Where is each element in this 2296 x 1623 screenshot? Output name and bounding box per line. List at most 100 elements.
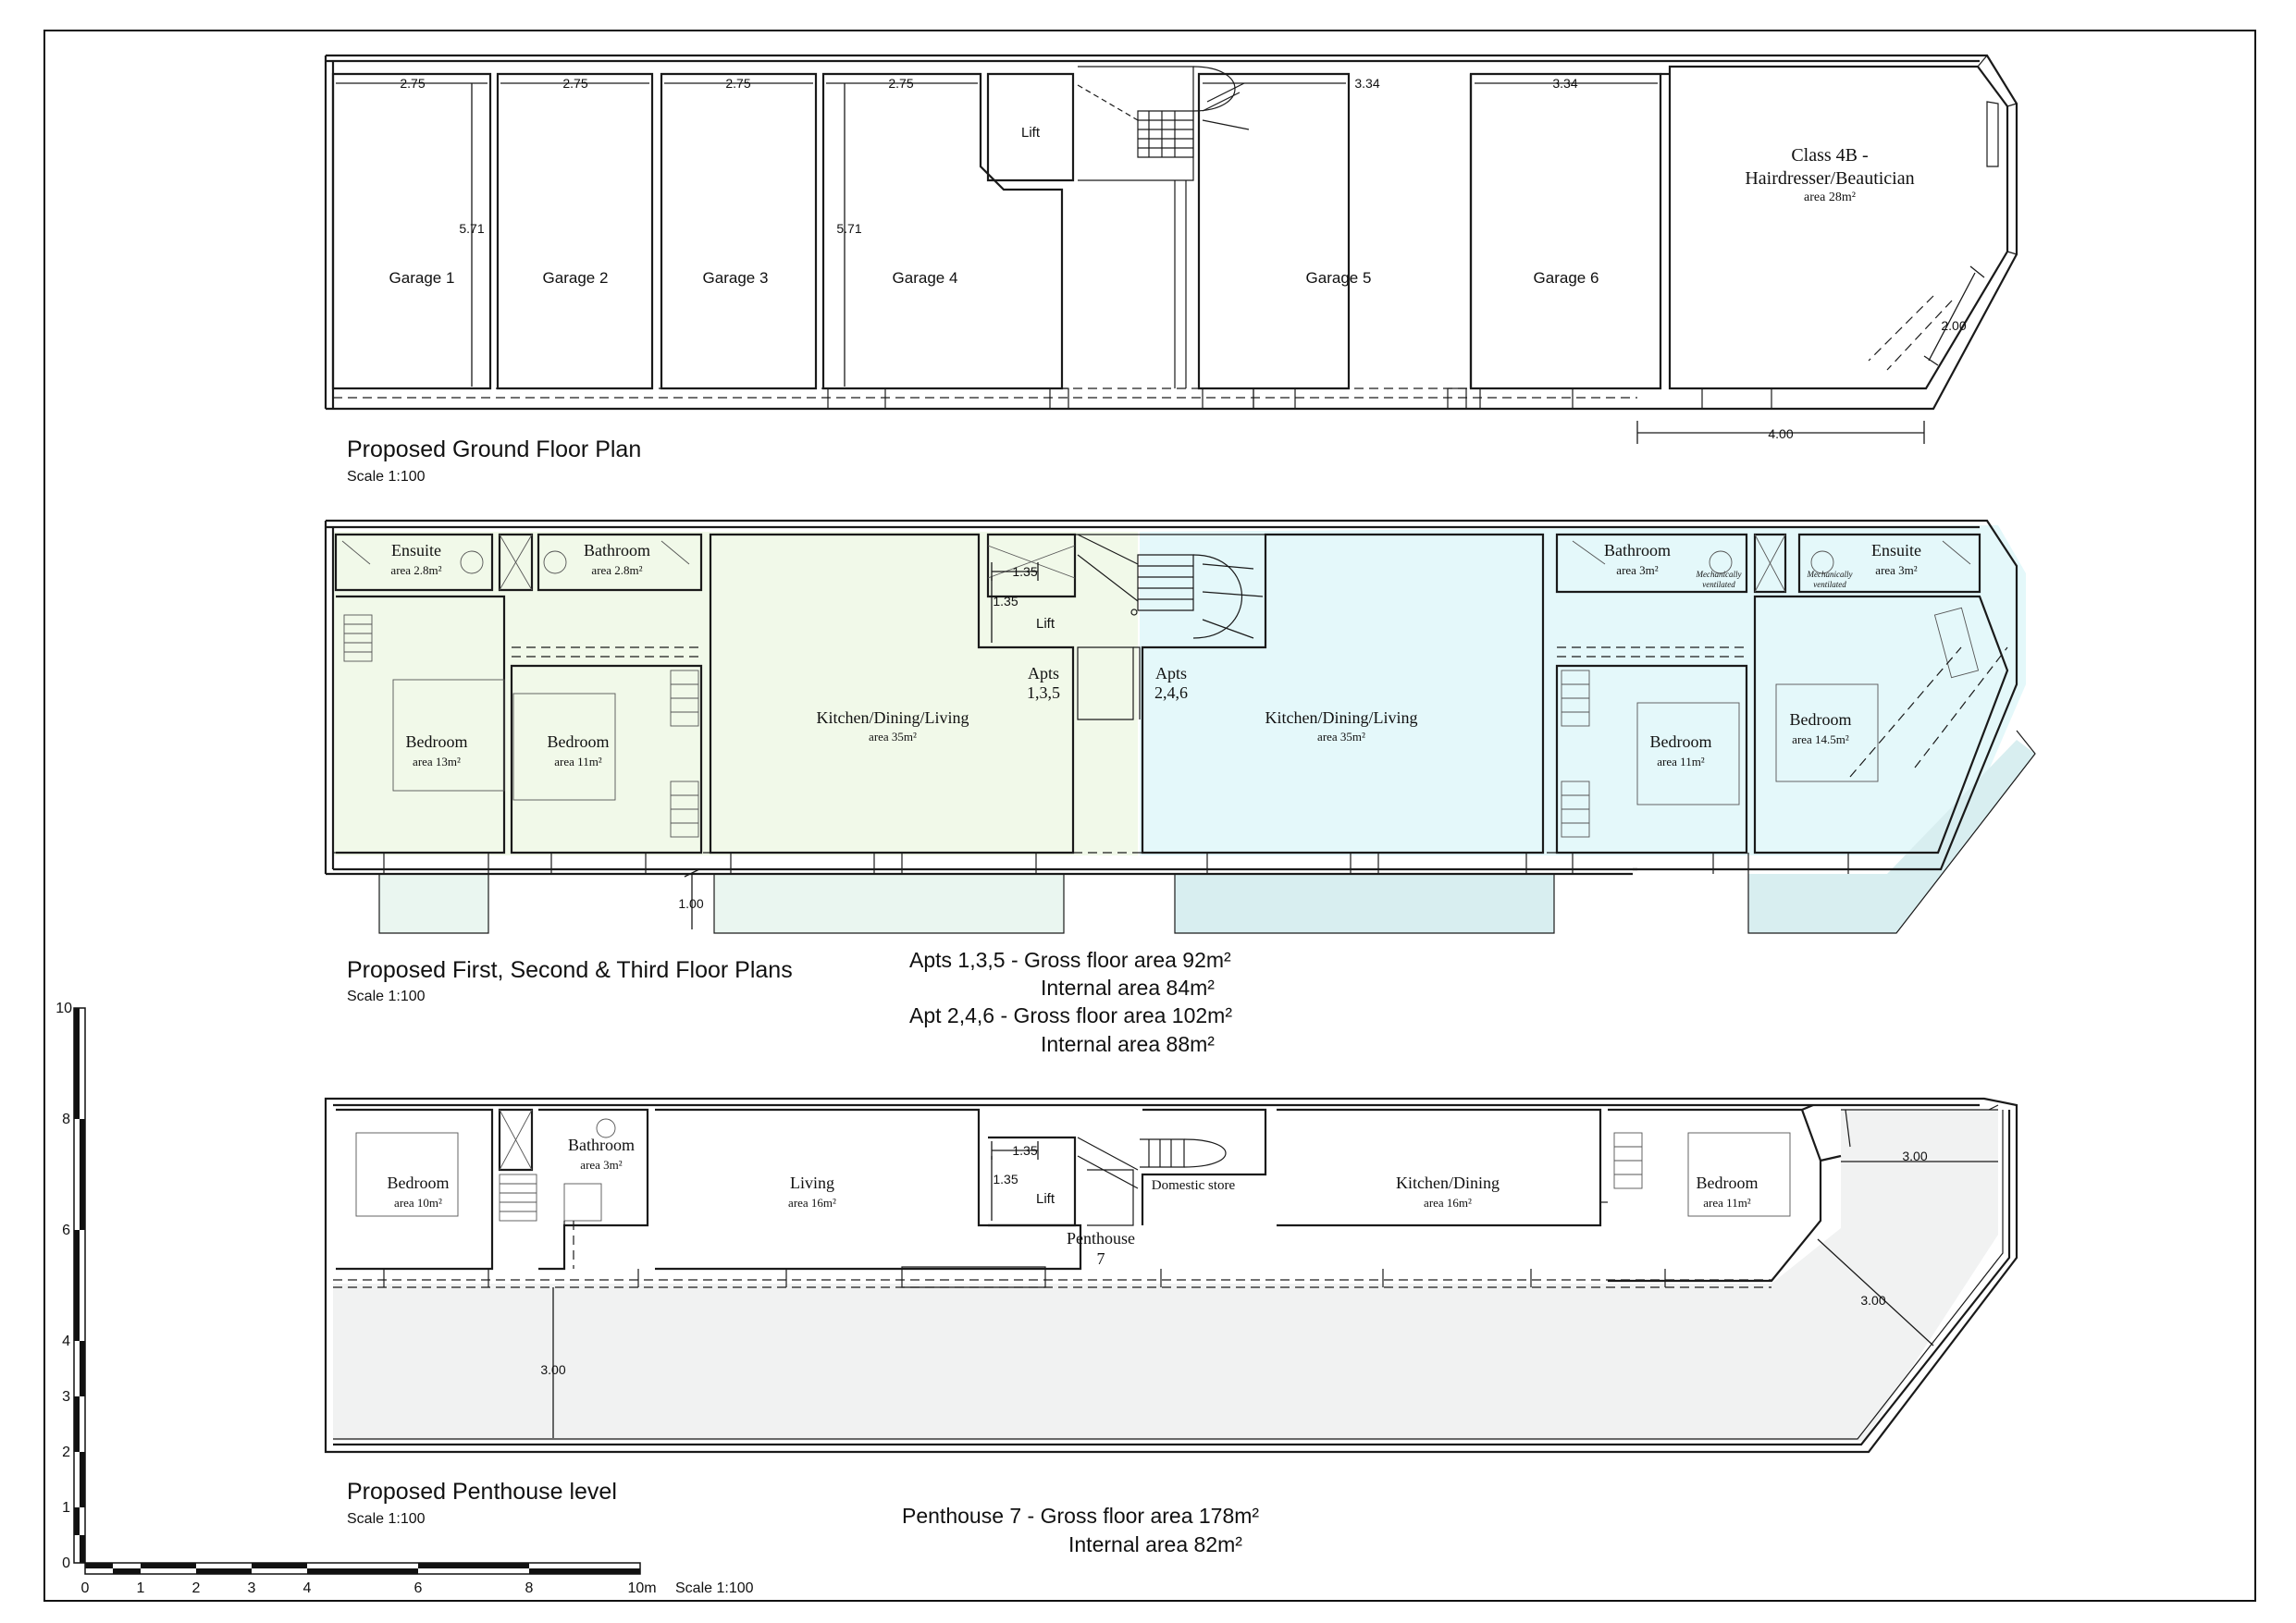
garage-1-label: Garage 1: [389, 269, 455, 287]
ensuite-right-label: Ensuite: [1871, 541, 1921, 559]
first-plan-scale: Scale 1:100: [347, 989, 426, 1004]
scale-bar: 10 8 6 4 3 2 1 0 0 1 2 3 4 6 8 10m Scale…: [56, 1001, 753, 1596]
bedroom-11-label: Bedroom: [548, 732, 610, 751]
mech-vent-line1-a: Mechanically: [1696, 570, 1742, 579]
bedroom-11-area: area 11m²: [554, 755, 602, 768]
bathroom-right-area: area 3m²: [1616, 563, 1659, 577]
scale-v-10: 10: [56, 1001, 72, 1016]
bedroom-r145-label: Bedroom: [1790, 710, 1852, 729]
pent-dim-terrace-depth: 3.00: [540, 1362, 565, 1377]
scale-v-4: 4: [62, 1334, 70, 1349]
bedroom-r11-label: Bedroom: [1650, 732, 1712, 751]
mech-vent-line2-b: ventilated: [1813, 580, 1846, 589]
bathroom-left-area: area 2.8m²: [591, 563, 642, 577]
ground-floor-plan: 2.75 2.75 2.75 2.75 3.34 3.34 5.71 5.71 …: [324, 54, 2018, 485]
dim-garage4-width: 2.75: [888, 76, 913, 91]
scale-h-2: 2: [192, 1580, 201, 1596]
pent-dim-lift-depth: 1.35: [993, 1172, 1018, 1187]
scale-h-8: 8: [525, 1580, 534, 1596]
pent-bathroom-area: area 3m²: [580, 1158, 623, 1172]
apts-246-line2: 2,4,6: [1154, 683, 1188, 702]
apts246-gross: Apt 2,4,6 - Gross floor area 102m²: [909, 1003, 1232, 1027]
ensuite-left-area: area 2.8m²: [390, 563, 441, 577]
garage-2-label: Garage 2: [543, 269, 609, 287]
ensuite-right-area: area 3m²: [1875, 563, 1918, 577]
pent-bedroom-11-area: area 11m²: [1703, 1196, 1751, 1210]
pent-dim-lift-width: 1.35: [1012, 1143, 1037, 1158]
pent-bathroom-label: Bathroom: [568, 1136, 635, 1154]
scale-v-3: 3: [62, 1389, 70, 1405]
penthouse-plan: 1.35 1.35 Lift 3.00 3.00 3.00 Bedroom ar…: [324, 1097, 2018, 1556]
dim-garage4-depth: 5.71: [836, 221, 861, 236]
ground-plan-title: Proposed Ground Floor Plan: [347, 436, 641, 462]
dim-garage5-width: 3.34: [1354, 76, 1379, 91]
bathroom-right-label: Bathroom: [1604, 541, 1671, 559]
sheet-border: [43, 30, 2256, 1602]
dim-shop-splay: 2.00: [1941, 318, 1966, 333]
penthouse-name-line1: Penthouse: [1067, 1229, 1135, 1248]
first-plan-title: Proposed First, Second & Third Floor Pla…: [347, 957, 793, 983]
pent-lift-label: Lift: [1036, 1191, 1055, 1207]
pent-store-label: Domestic store: [1152, 1178, 1236, 1193]
pent-bedroom-10-label: Bedroom: [388, 1174, 450, 1192]
scale-h-4: 4: [303, 1580, 312, 1596]
pent-bedroom-11-label: Bedroom: [1697, 1174, 1759, 1192]
scale-h-10m: 10m: [627, 1580, 656, 1596]
pent-internal-area: Internal area 82m²: [1068, 1532, 1242, 1556]
apts-135-line1: Apts: [1028, 664, 1059, 682]
mech-vent-line1-b: Mechanically: [1807, 570, 1853, 579]
scale-h-1: 1: [137, 1580, 145, 1596]
first-dim-lift-width: 1.35: [1012, 564, 1037, 579]
bedroom-r145-area: area 14.5m²: [1792, 732, 1849, 746]
scale-h-6: 6: [414, 1580, 423, 1596]
dim-garage6-width: 3.34: [1552, 76, 1577, 91]
pent-dim-side-terrace: 3.00: [1902, 1149, 1927, 1163]
ground-lift-label: Lift: [1021, 125, 1041, 141]
pent-living-label: Living: [790, 1174, 834, 1192]
first-lift-label: Lift: [1036, 616, 1055, 632]
pent-plan-title: Proposed Penthouse level: [347, 1479, 617, 1505]
apts135-internal: Internal area 84m²: [1041, 976, 1215, 1000]
scale-v-0: 0: [62, 1555, 70, 1571]
pent-dim-splay-terrace: 3.00: [1860, 1293, 1885, 1308]
pent-living-area: area 16m²: [788, 1196, 836, 1210]
shop-label-line2: Hairdresser/Beautician: [1745, 168, 1914, 189]
garage-6-label: Garage 6: [1534, 269, 1599, 287]
apts-135-line2: 1,3,5: [1027, 683, 1060, 702]
dim-garage1-width: 2.75: [400, 76, 425, 91]
pent-gross-area: Penthouse 7 - Gross floor area 178m²: [902, 1504, 1259, 1528]
kdl-left-label: Kitchen/Dining/Living: [817, 708, 969, 727]
pent-bedroom-10-area: area 10m²: [394, 1196, 442, 1210]
pent-kd-label: Kitchen/Dining: [1396, 1174, 1500, 1192]
kdl-left-area: area 35m²: [869, 730, 917, 744]
bedroom-r11-area: area 11m²: [1657, 755, 1705, 768]
ensuite-left-label: Ensuite: [391, 541, 441, 559]
garage-5-label: Garage 5: [1306, 269, 1372, 287]
bedroom-13-area: area 13m²: [413, 755, 461, 768]
garage-3-label: Garage 3: [703, 269, 769, 287]
pent-kd-area: area 16m²: [1424, 1196, 1472, 1210]
scale-bar-label: Scale 1:100: [675, 1580, 754, 1596]
first-dim-lift-depth: 1.35: [993, 594, 1018, 609]
penthouse-name-line2: 7: [1097, 1249, 1105, 1268]
first-dim-balcony: 1.00: [678, 896, 703, 911]
kdl-right-label: Kitchen/Dining/Living: [1265, 708, 1418, 727]
scale-h-3: 3: [248, 1580, 256, 1596]
dim-garage3-width: 2.75: [725, 76, 750, 91]
bedroom-13-label: Bedroom: [406, 732, 468, 751]
apts135-gross: Apts 1,3,5 - Gross floor area 92m²: [909, 948, 1231, 972]
scale-h-0: 0: [81, 1580, 90, 1596]
kdl-right-area: area 35m²: [1317, 730, 1365, 744]
apts246-internal: Internal area 88m²: [1041, 1032, 1215, 1056]
scale-v-1: 1: [62, 1500, 70, 1516]
pent-plan-scale: Scale 1:100: [347, 1511, 426, 1527]
mech-vent-line2-a: ventilated: [1702, 580, 1735, 589]
apts-246-line1: Apts: [1155, 664, 1187, 682]
dim-shop-front: 4.00: [1768, 426, 1793, 441]
dim-garage2-width: 2.75: [562, 76, 587, 91]
scale-v-8: 8: [62, 1112, 70, 1127]
bathroom-left-label: Bathroom: [584, 541, 650, 559]
garage-4-label: Garage 4: [893, 269, 958, 287]
shop-area: area 28m²: [1804, 191, 1856, 204]
